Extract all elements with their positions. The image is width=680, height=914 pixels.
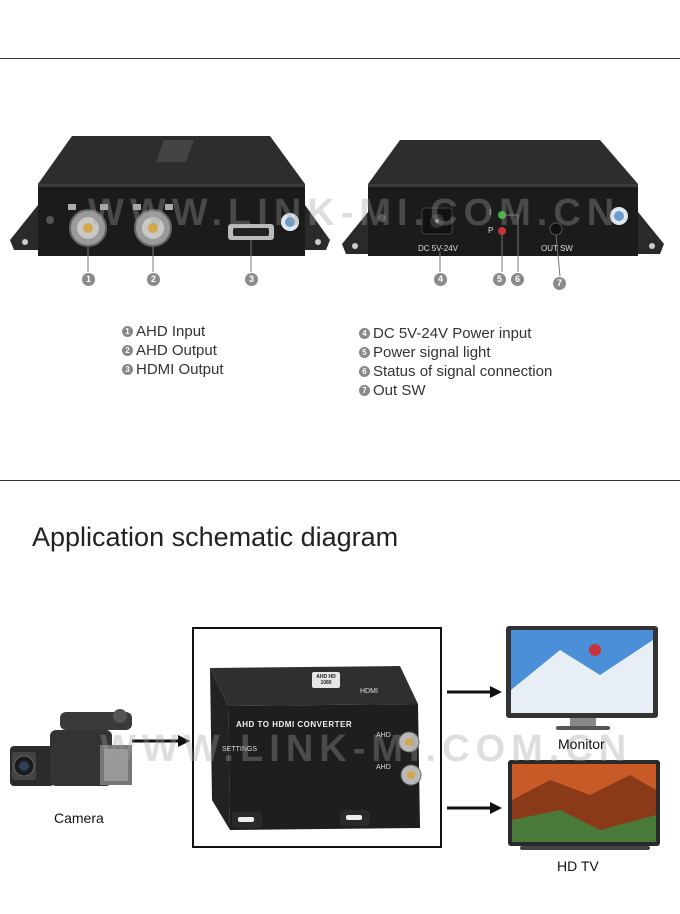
converter-port-hdmi: HDMI [360, 688, 378, 695]
converter-badge: AHD HD 1080 [316, 674, 336, 686]
converter-port-settings: SETTINGS [222, 746, 258, 753]
converter-port-ahd-2: AHD [376, 764, 391, 771]
watermark-schematic: WWW.LINK-MI.COM.CN [100, 728, 633, 770]
legend-number: 2 [122, 345, 133, 356]
legend-text: Power signal light [373, 344, 491, 361]
out-sw-label: OUT SW [541, 244, 573, 253]
legend-text: Status of signal connection [373, 363, 553, 380]
callout-6: 6 [511, 273, 524, 286]
led-i-label: I [489, 208, 492, 217]
legend-text: AHD Output [136, 342, 217, 359]
led-p-label: P [488, 226, 494, 235]
legend-number: 1 [122, 326, 133, 337]
callout-5: 5 [493, 273, 506, 286]
legend-number: 4 [359, 328, 370, 339]
callout-2: 2 [147, 273, 160, 286]
converter-name: AHD TO HDMI CONVERTER [236, 720, 353, 729]
legend-text: Out SW [373, 382, 426, 399]
legend-number: 3 [122, 364, 133, 375]
camera-label: Camera [54, 810, 104, 826]
legend-number: 7 [359, 385, 370, 396]
monitor-label: Monitor [558, 736, 605, 752]
callout-1: 1 [82, 273, 95, 286]
legend-number: 6 [359, 366, 370, 377]
watermark-top: WWW.LINK-MI.COM.CN [88, 192, 621, 234]
tv-label: HD TV [557, 858, 599, 874]
section-title: Application schematic diagram [32, 522, 399, 552]
tv-icon [508, 760, 660, 850]
camera-icon [10, 709, 132, 786]
converter-port-ahd-1: AHD [376, 732, 391, 739]
callout-3: 3 [245, 273, 258, 286]
dc-jack-label: DC 5V-24V [418, 244, 459, 253]
legend-text: AHD Input [136, 323, 206, 340]
legend-number: 5 [359, 347, 370, 358]
section-divider [0, 480, 680, 481]
top-divider [0, 58, 680, 59]
callout-7: 7 [553, 277, 566, 290]
monitor-icon [506, 626, 658, 730]
callout-4: 4 [434, 273, 447, 286]
legend-text: HDMI Output [136, 361, 224, 378]
legend-text: DC 5V-24V Power input [373, 325, 532, 342]
